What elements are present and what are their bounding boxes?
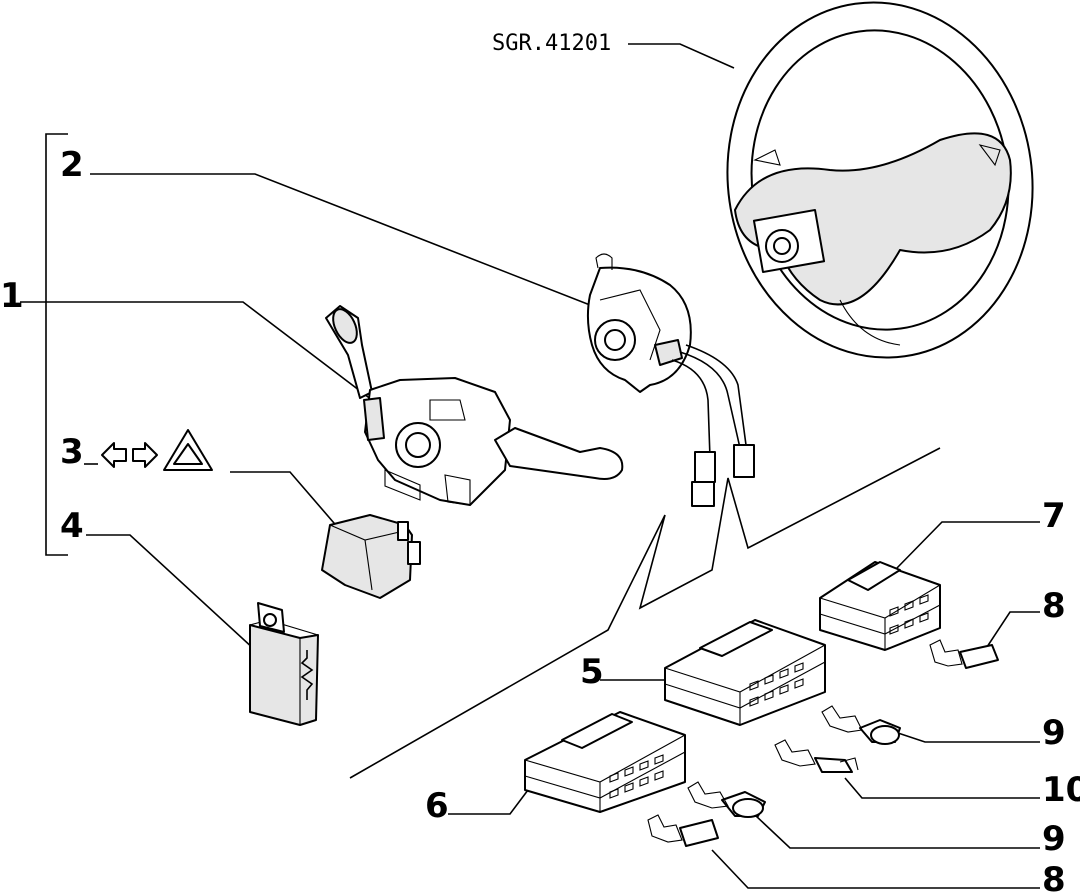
callout-4: 4 [60, 506, 84, 546]
leader-8-top [984, 611, 1040, 651]
clock-icon [263, 613, 277, 627]
connector-7 [819, 561, 941, 651]
leader-2 [90, 173, 591, 306]
callout-9-lower: 9 [1042, 819, 1066, 859]
leader-6 [448, 789, 529, 815]
callout-8-top: 8 [1042, 586, 1066, 626]
callout-7: 7 [1042, 496, 1066, 536]
connector-5 [664, 619, 826, 726]
callout-6: 6 [425, 786, 449, 826]
terminal-10 [774, 739, 859, 773]
clock-spring [586, 253, 755, 507]
steering-wheel [726, 1, 1034, 359]
leader-steering-wheel [628, 43, 735, 69]
combination-switch [325, 305, 624, 506]
callout-1: 1 [0, 276, 24, 316]
drawing-code: SGR.41201 [492, 31, 611, 56]
leader-9-upper [894, 731, 1040, 743]
terminal-9-upper [821, 705, 901, 745]
leader-10 [844, 777, 1040, 799]
leader-9-lower [754, 814, 1040, 849]
leader-4 [86, 534, 256, 651]
callout-8-bottom: 8 [1042, 860, 1066, 894]
callout-3: 3 [60, 432, 84, 472]
connector-6 [524, 711, 686, 813]
leader-3 [230, 471, 341, 531]
clock-spring-plug-a [694, 451, 716, 483]
resistor-icon [300, 650, 314, 700]
callout-2: 2 [60, 145, 84, 185]
leader-1 [20, 301, 373, 401]
hazard-switch [321, 514, 421, 599]
callout-5: 5 [580, 652, 604, 692]
clock-spring-wire-a [671, 359, 711, 459]
clock-spring-wire-b [679, 351, 741, 449]
arrow-right-icon [132, 442, 158, 468]
separator-line [349, 447, 941, 779]
leader-7 [894, 521, 1040, 571]
flasher-relay [249, 602, 319, 726]
clock-spring-plug-b [733, 444, 755, 478]
terminal-8-bottom [647, 814, 719, 847]
callout-9-upper: 9 [1042, 713, 1066, 753]
terminal-9-lower [687, 781, 766, 818]
leader-8-bottom [711, 849, 1040, 889]
terminal-8-top [929, 639, 999, 669]
callout-10: 10 [1042, 770, 1080, 810]
hazard-triangle-icon [163, 429, 213, 471]
arrow-left-icon [101, 442, 127, 468]
group-bracket [45, 133, 68, 556]
